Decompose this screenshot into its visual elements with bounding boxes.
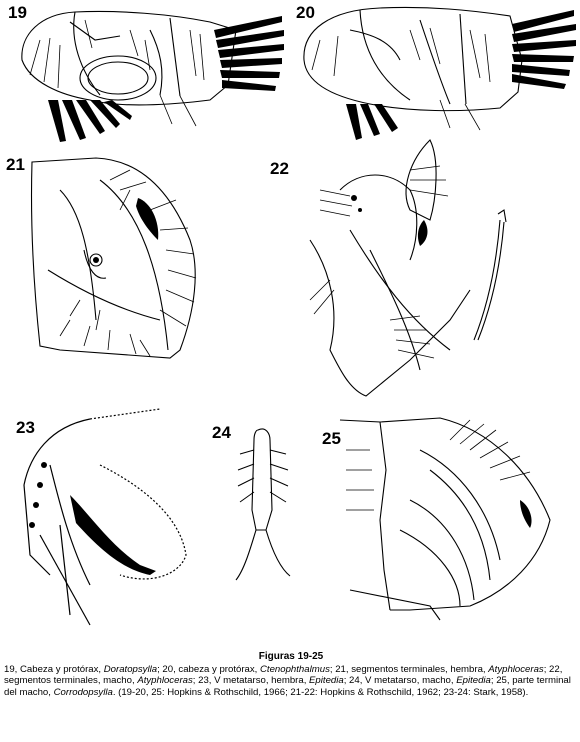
figure-20-drawing [303, 6, 576, 140]
figure-caption: Figuras 19-25 19, Cabeza y protórax, Dor… [4, 651, 578, 698]
caption-title: Figuras 19-25 [258, 651, 324, 662]
caption-segment: ; 24, V metatarso, macho, [343, 675, 457, 687]
figure-21-drawing [30, 157, 197, 359]
caption-genus-name: Ctenophthalmus [260, 664, 330, 675]
figure-22: 22 [270, 130, 580, 410]
caption-genus-name: Corrodopsylla [53, 686, 113, 698]
caption-genus-name: Epitedia [456, 675, 491, 687]
figure-23-number: 23 [16, 418, 35, 437]
figure-24-drawing [235, 428, 291, 581]
figure-23-drawing [23, 408, 187, 626]
caption-genus-name: Atyphloceras [488, 664, 544, 675]
caption-segment: ; 23, V metatarso, hembra, [192, 675, 310, 687]
figure-19: 19 [0, 0, 290, 150]
caption-text: 19, Cabeza y protórax, Doratopsylla; 20,… [4, 664, 578, 698]
caption-segment: . (19-20, 25: Hopkins & Rothschild, 1966… [112, 686, 529, 698]
caption-genus-name: Epitedia [309, 675, 344, 687]
caption-segment: ; 25, parte terminal del macho, [4, 675, 571, 698]
figure-22-number: 22 [270, 159, 289, 178]
figure-21: 21 [0, 150, 290, 410]
caption-genus-name: Atyphloceras [137, 675, 193, 687]
figure-20: 20 [290, 0, 580, 150]
caption-segment: 19, Cabeza y protórax, [4, 664, 104, 675]
figure-19-number: 19 [8, 3, 27, 22]
figure-19-drawing [21, 10, 284, 142]
caption-segment: ; 22, segmentos terminales, macho, [4, 664, 563, 687]
figure-24: 24 [210, 420, 320, 590]
figure-25: 25 [320, 410, 578, 640]
figure-23: 23 [0, 405, 210, 645]
figure-25-drawing [339, 417, 551, 621]
caption-genus-name: Doratopsylla [103, 664, 158, 675]
figure-24-number: 24 [212, 423, 231, 442]
figure-20-number: 20 [296, 3, 315, 22]
figure-25-number: 25 [322, 429, 341, 448]
figure-21-number: 21 [6, 155, 25, 174]
figure-22-drawing [309, 139, 507, 397]
caption-segment: ; 21, segmentos terminales, hembra, [329, 664, 489, 675]
caption-segment: ; 20, cabeza y protórax, [157, 664, 260, 675]
